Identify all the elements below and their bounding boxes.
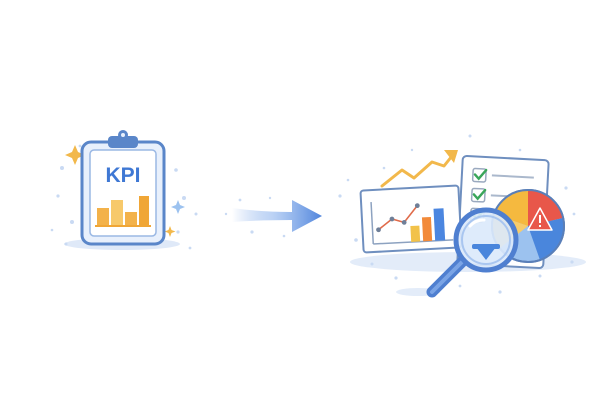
dashboard-speckles — [338, 134, 576, 294]
trend-up-arrow-icon — [380, 150, 458, 188]
clipboard-clip — [108, 136, 138, 148]
sparkle-icon — [164, 226, 176, 237]
down-arrow-icon — [476, 247, 496, 260]
clipboard-bar-chart-icon — [95, 196, 151, 227]
kpi-clipboard-group: KPI — [50, 130, 198, 250]
dashboard-group — [338, 134, 586, 298]
analytics-chart-card — [359, 184, 463, 254]
sparkle-icon — [65, 145, 85, 165]
alert-exclamation-icon — [527, 207, 553, 231]
clipboard-speckles — [50, 144, 198, 250]
sparkle-icon — [171, 200, 185, 214]
right-arrow-icon — [224, 196, 322, 238]
magnifying-glass-icon — [426, 207, 519, 298]
kpi-label: KPI — [105, 164, 140, 187]
